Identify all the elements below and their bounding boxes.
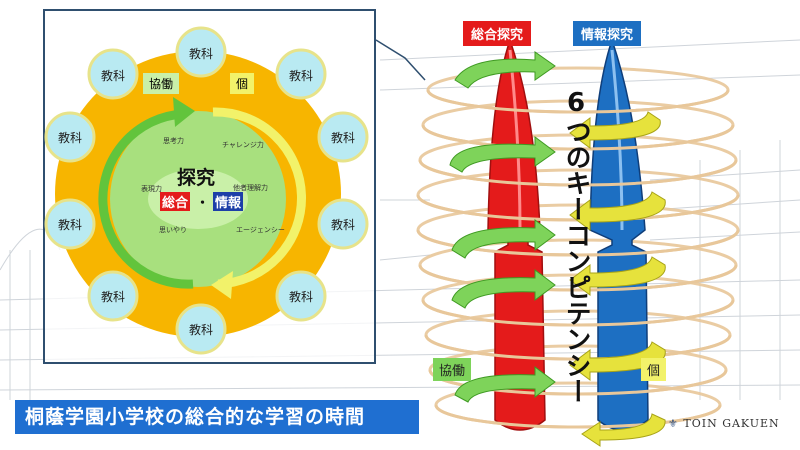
subject-label: 教科 — [57, 218, 82, 232]
brand-logo: ⚜ TOIN GAKUEN — [668, 417, 780, 430]
brand-name: TOIN GAKUEN — [683, 417, 780, 430]
individual-tag: 個 — [230, 73, 255, 94]
individual-label: 個 — [641, 358, 667, 381]
collab-tag: 協働 — [143, 73, 180, 94]
collab-arrow — [98, 109, 194, 289]
subject-label: 教科 — [288, 290, 313, 304]
competency-label: エージェンシー — [236, 226, 285, 234]
subject-label: 教科 — [100, 69, 125, 83]
competency-label: 思考力 — [163, 137, 184, 145]
crest-icon: ⚜ — [668, 417, 679, 430]
subject-label: 教科 — [188, 323, 213, 337]
subject-label: 教科 — [100, 290, 125, 304]
center-sogo: 総合 — [160, 192, 191, 211]
slide-title: 桐蔭学園小学校の総合的な学習の時間 — [15, 400, 419, 434]
subject-label: 教科 — [330, 131, 355, 145]
competency-label: チャレンジ力 — [222, 141, 264, 149]
center-title: 探究 — [177, 167, 216, 189]
joho-tag: 情報探究 — [573, 21, 642, 46]
center-dot: ・ — [196, 196, 210, 211]
center-joho: 情報 — [213, 192, 244, 211]
competency-label: 表現力 — [141, 185, 162, 193]
competency-label: 思いやり — [159, 226, 187, 234]
subject-label: 教科 — [188, 47, 213, 61]
subject-label: 教科 — [288, 69, 313, 83]
subject-bubbles — [44, 26, 369, 355]
subject-label: 教科 — [57, 131, 82, 145]
individual-arrow — [212, 107, 307, 289]
inquiry-diagram — [44, 26, 369, 355]
key-competency-text: 6つのキーコンピテンシー — [561, 88, 591, 404]
subject-label: 教科 — [330, 218, 355, 232]
collab-label: 協働 — [433, 358, 472, 381]
sogo-tag: 総合探究 — [463, 21, 532, 46]
competency-label: 他者理解力 — [233, 184, 268, 192]
